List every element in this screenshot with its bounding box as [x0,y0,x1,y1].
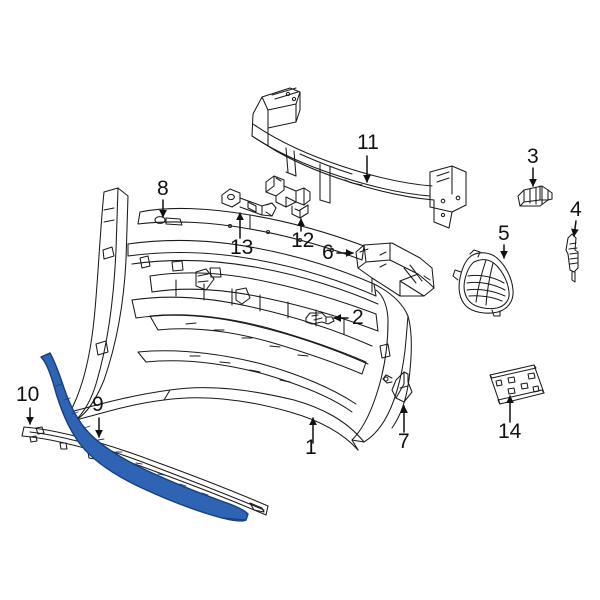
callout-label-9: 9 [92,393,104,416]
part-12-impact-bar-bracket-center [265,175,311,219]
part-6-bumper-energy-absorber-bracket [355,242,435,297]
part-5-fog-light-bezel-grille [452,249,514,317]
leader-4 [571,220,579,237]
callout-label-1: 1 [305,436,317,459]
part-7-side-mounting-bracket [382,371,413,403]
part-14-license-plate-bracket [489,364,545,405]
part-13-impact-bar-bracket-left [221,188,277,217]
part-3-bracket-small-upper-right [517,185,553,207]
callout-label-6: 6 [322,241,334,264]
callout-leader-arrows [26,155,579,444]
callout-label-8: 8 [157,177,169,200]
callout-label-13: 13 [230,236,254,259]
callout-label-12: 12 [291,229,315,252]
callout-label-10: 10 [16,383,40,406]
callout-label-7: 7 [398,430,410,453]
callout-label-5: 5 [498,222,510,245]
part-4-ribbed-retainer-clip [565,233,579,283]
callout-label-2: 2 [352,306,364,329]
callout-label-3: 3 [527,145,539,168]
part-8-upper-tie-bar-cover [137,207,365,261]
callout-label-4: 4 [570,198,582,221]
part-11-impact-reinforcement-bar [251,87,467,229]
callout-label-14: 14 [498,420,522,443]
callout-label-11: 11 [357,131,379,154]
part-9-front-lower-valance-spoiler-highlight [40,352,249,522]
